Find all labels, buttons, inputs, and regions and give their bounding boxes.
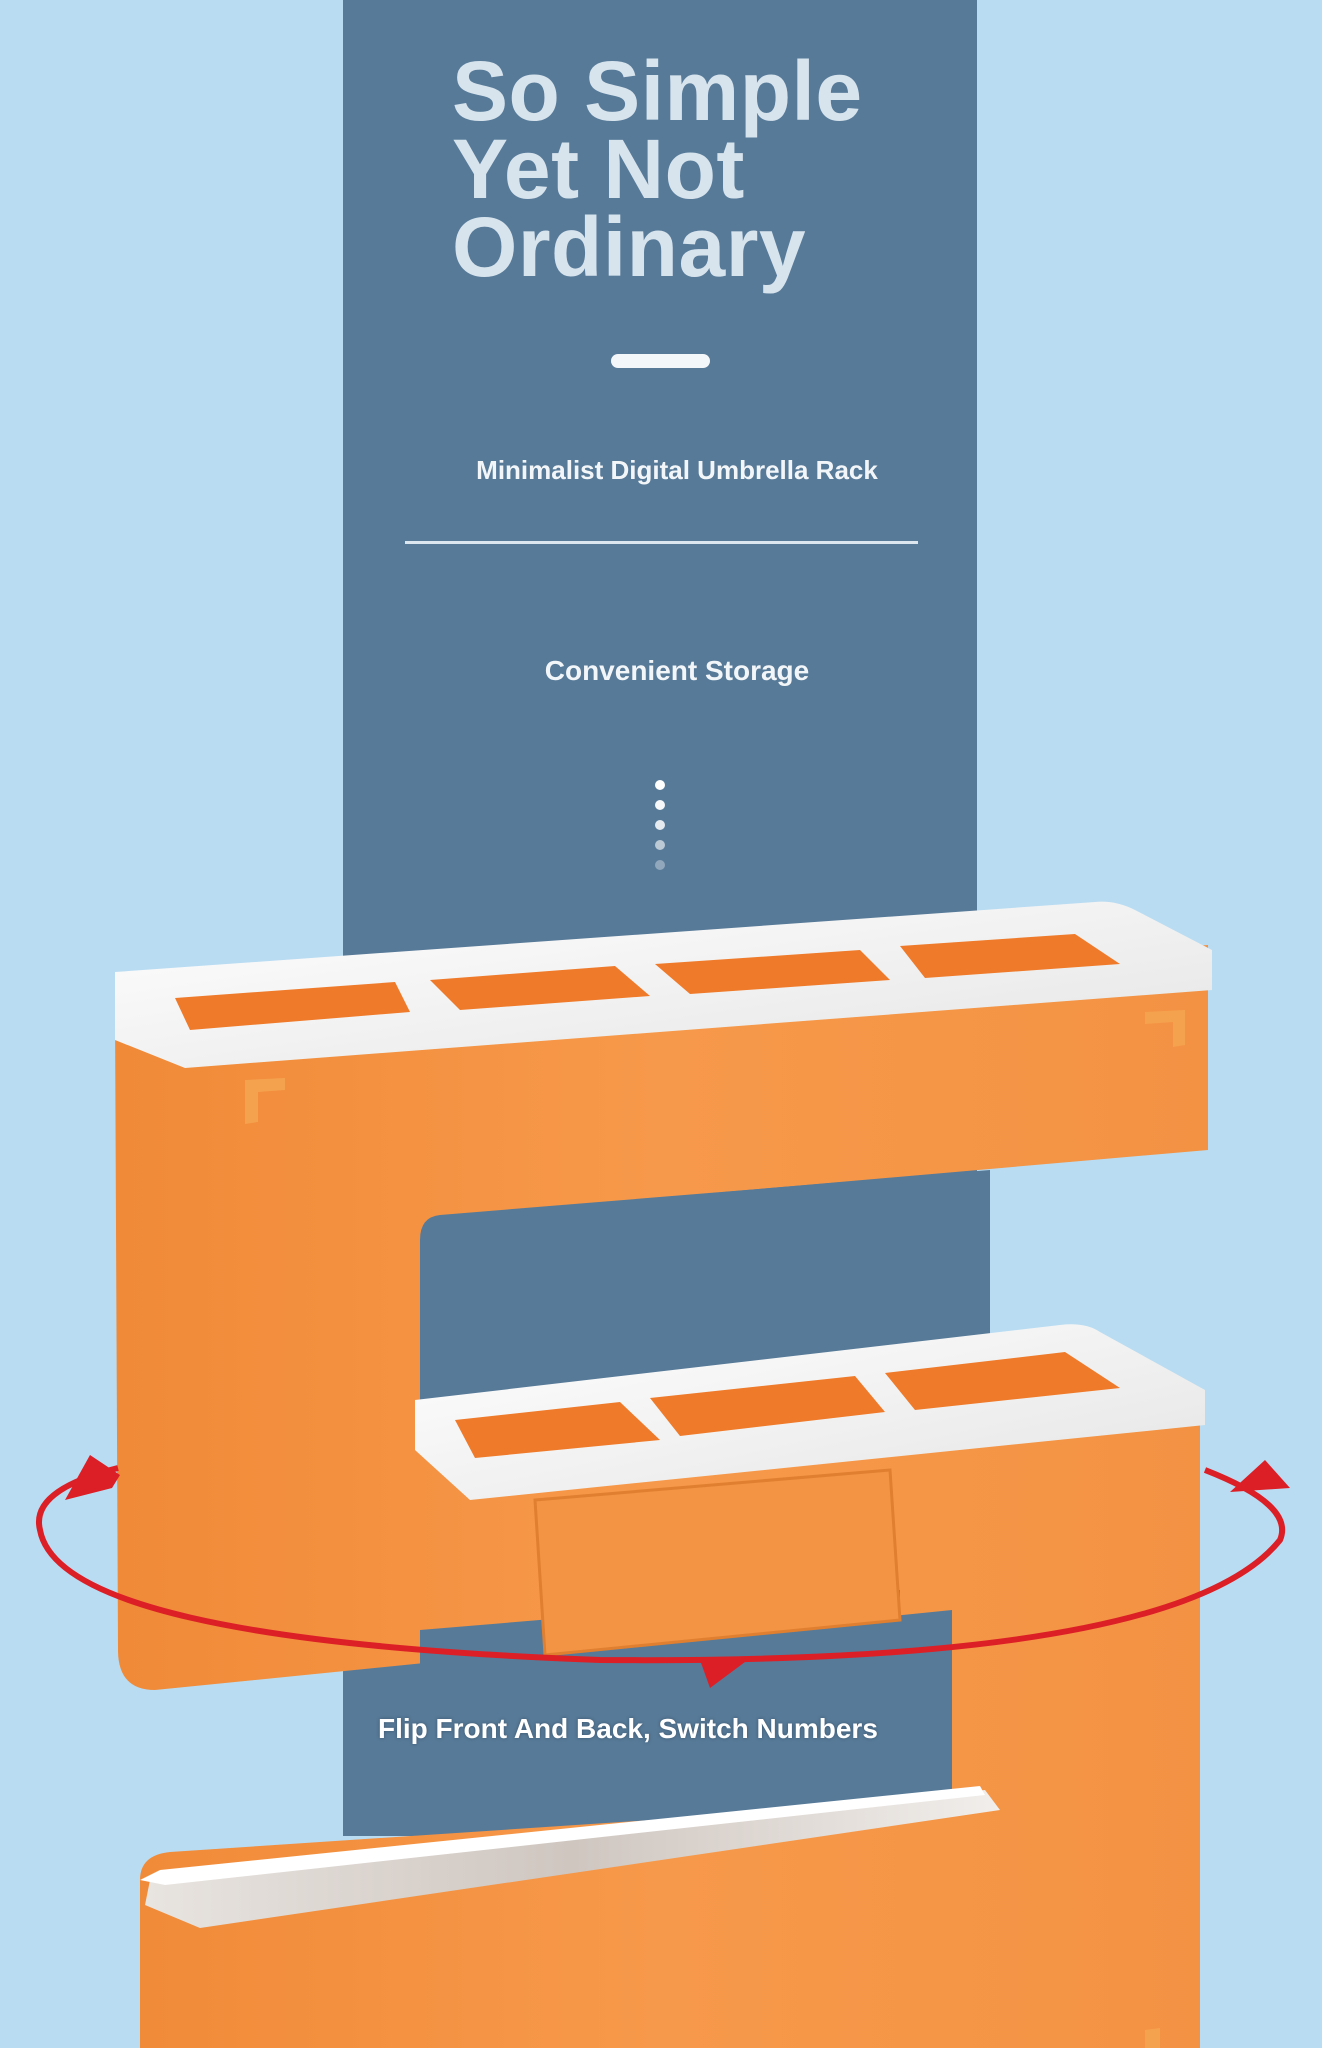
- subtitle: Minimalist Digital Umbrella Rack: [476, 455, 878, 485]
- accent-divider: [611, 354, 710, 368]
- lower-opening: [420, 1590, 900, 1830]
- headline: So Simple Yet Not Ordinary: [452, 44, 863, 294]
- upper-opening: [420, 1170, 990, 1380]
- upper-tray-rim: [115, 901, 1212, 1068]
- headline-line-2: Yet Not: [452, 122, 745, 216]
- feature-caption: Flip Front And Back, Switch Numbers: [378, 1713, 878, 1744]
- red-rotation-arrow: [36, 1465, 1286, 1664]
- feature-label: Convenient Storage: [544, 655, 810, 686]
- front-panel: [533, 1468, 902, 1657]
- headline-line-3: Ordinary: [452, 200, 807, 294]
- bottom-tray: [145, 1790, 1000, 1928]
- headline-line-1: So Simple: [452, 44, 863, 138]
- scroll-dots-icon: [655, 780, 666, 880]
- section-divider: [405, 541, 918, 544]
